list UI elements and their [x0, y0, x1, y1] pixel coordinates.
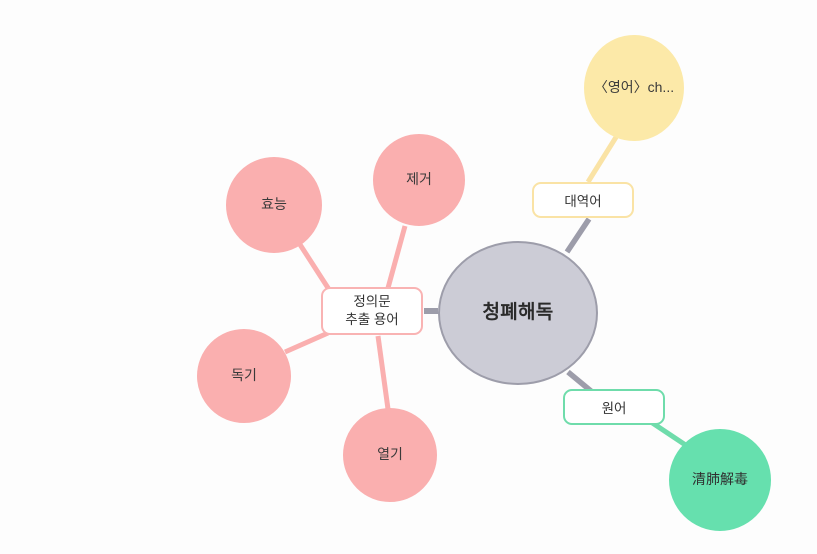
graph-node-heat[interactable]: 열기 — [343, 408, 437, 502]
graph-edge-definition-terms-to-heat — [375, 335, 391, 410]
graph-node-label-hanja: 清肺解毒 — [692, 471, 748, 488]
graph-node-hanja[interactable]: 清肺解毒 — [669, 429, 771, 531]
graph-edge-definition-terms-to-toxin — [283, 330, 330, 355]
relation-label-translation[interactable]: 대역어 — [532, 182, 634, 218]
graph-edge-center-to-translation — [564, 217, 592, 254]
central-node-label: 청폐해독 — [482, 302, 554, 324]
graph-edge-definition-terms-to-efficacy — [296, 241, 333, 293]
relation-label-text-source-word: 원어 — [601, 401, 627, 416]
graph-node-english[interactable]: 〈영어〉ch... — [584, 35, 684, 141]
graph-node-efficacy[interactable]: 효능 — [226, 157, 322, 253]
graph-node-label-toxin: 독기 — [231, 367, 257, 384]
relation-label-line1-definition-terms: 정의문 — [353, 294, 391, 310]
graph-node-toxin[interactable]: 독기 — [197, 329, 291, 423]
graph-edge-translation-to-english — [585, 132, 621, 184]
relation-label-line2-definition-terms: 추출 용어 — [345, 312, 399, 327]
graph-node-label-removal: 제거 — [406, 171, 432, 188]
graph-edge-definition-terms-to-removal — [385, 225, 408, 289]
relation-label-source-word[interactable]: 원어 — [563, 389, 665, 425]
graph-node-removal[interactable]: 제거 — [373, 134, 465, 226]
relation-label-text-translation: 대역어 — [564, 194, 602, 209]
graph-node-label-english: 〈영어〉ch... — [593, 79, 675, 96]
central-node[interactable]: 청폐해독 — [438, 241, 598, 385]
graph-node-label-efficacy: 효능 — [261, 196, 287, 213]
graph-node-label-heat: 열기 — [377, 446, 403, 463]
